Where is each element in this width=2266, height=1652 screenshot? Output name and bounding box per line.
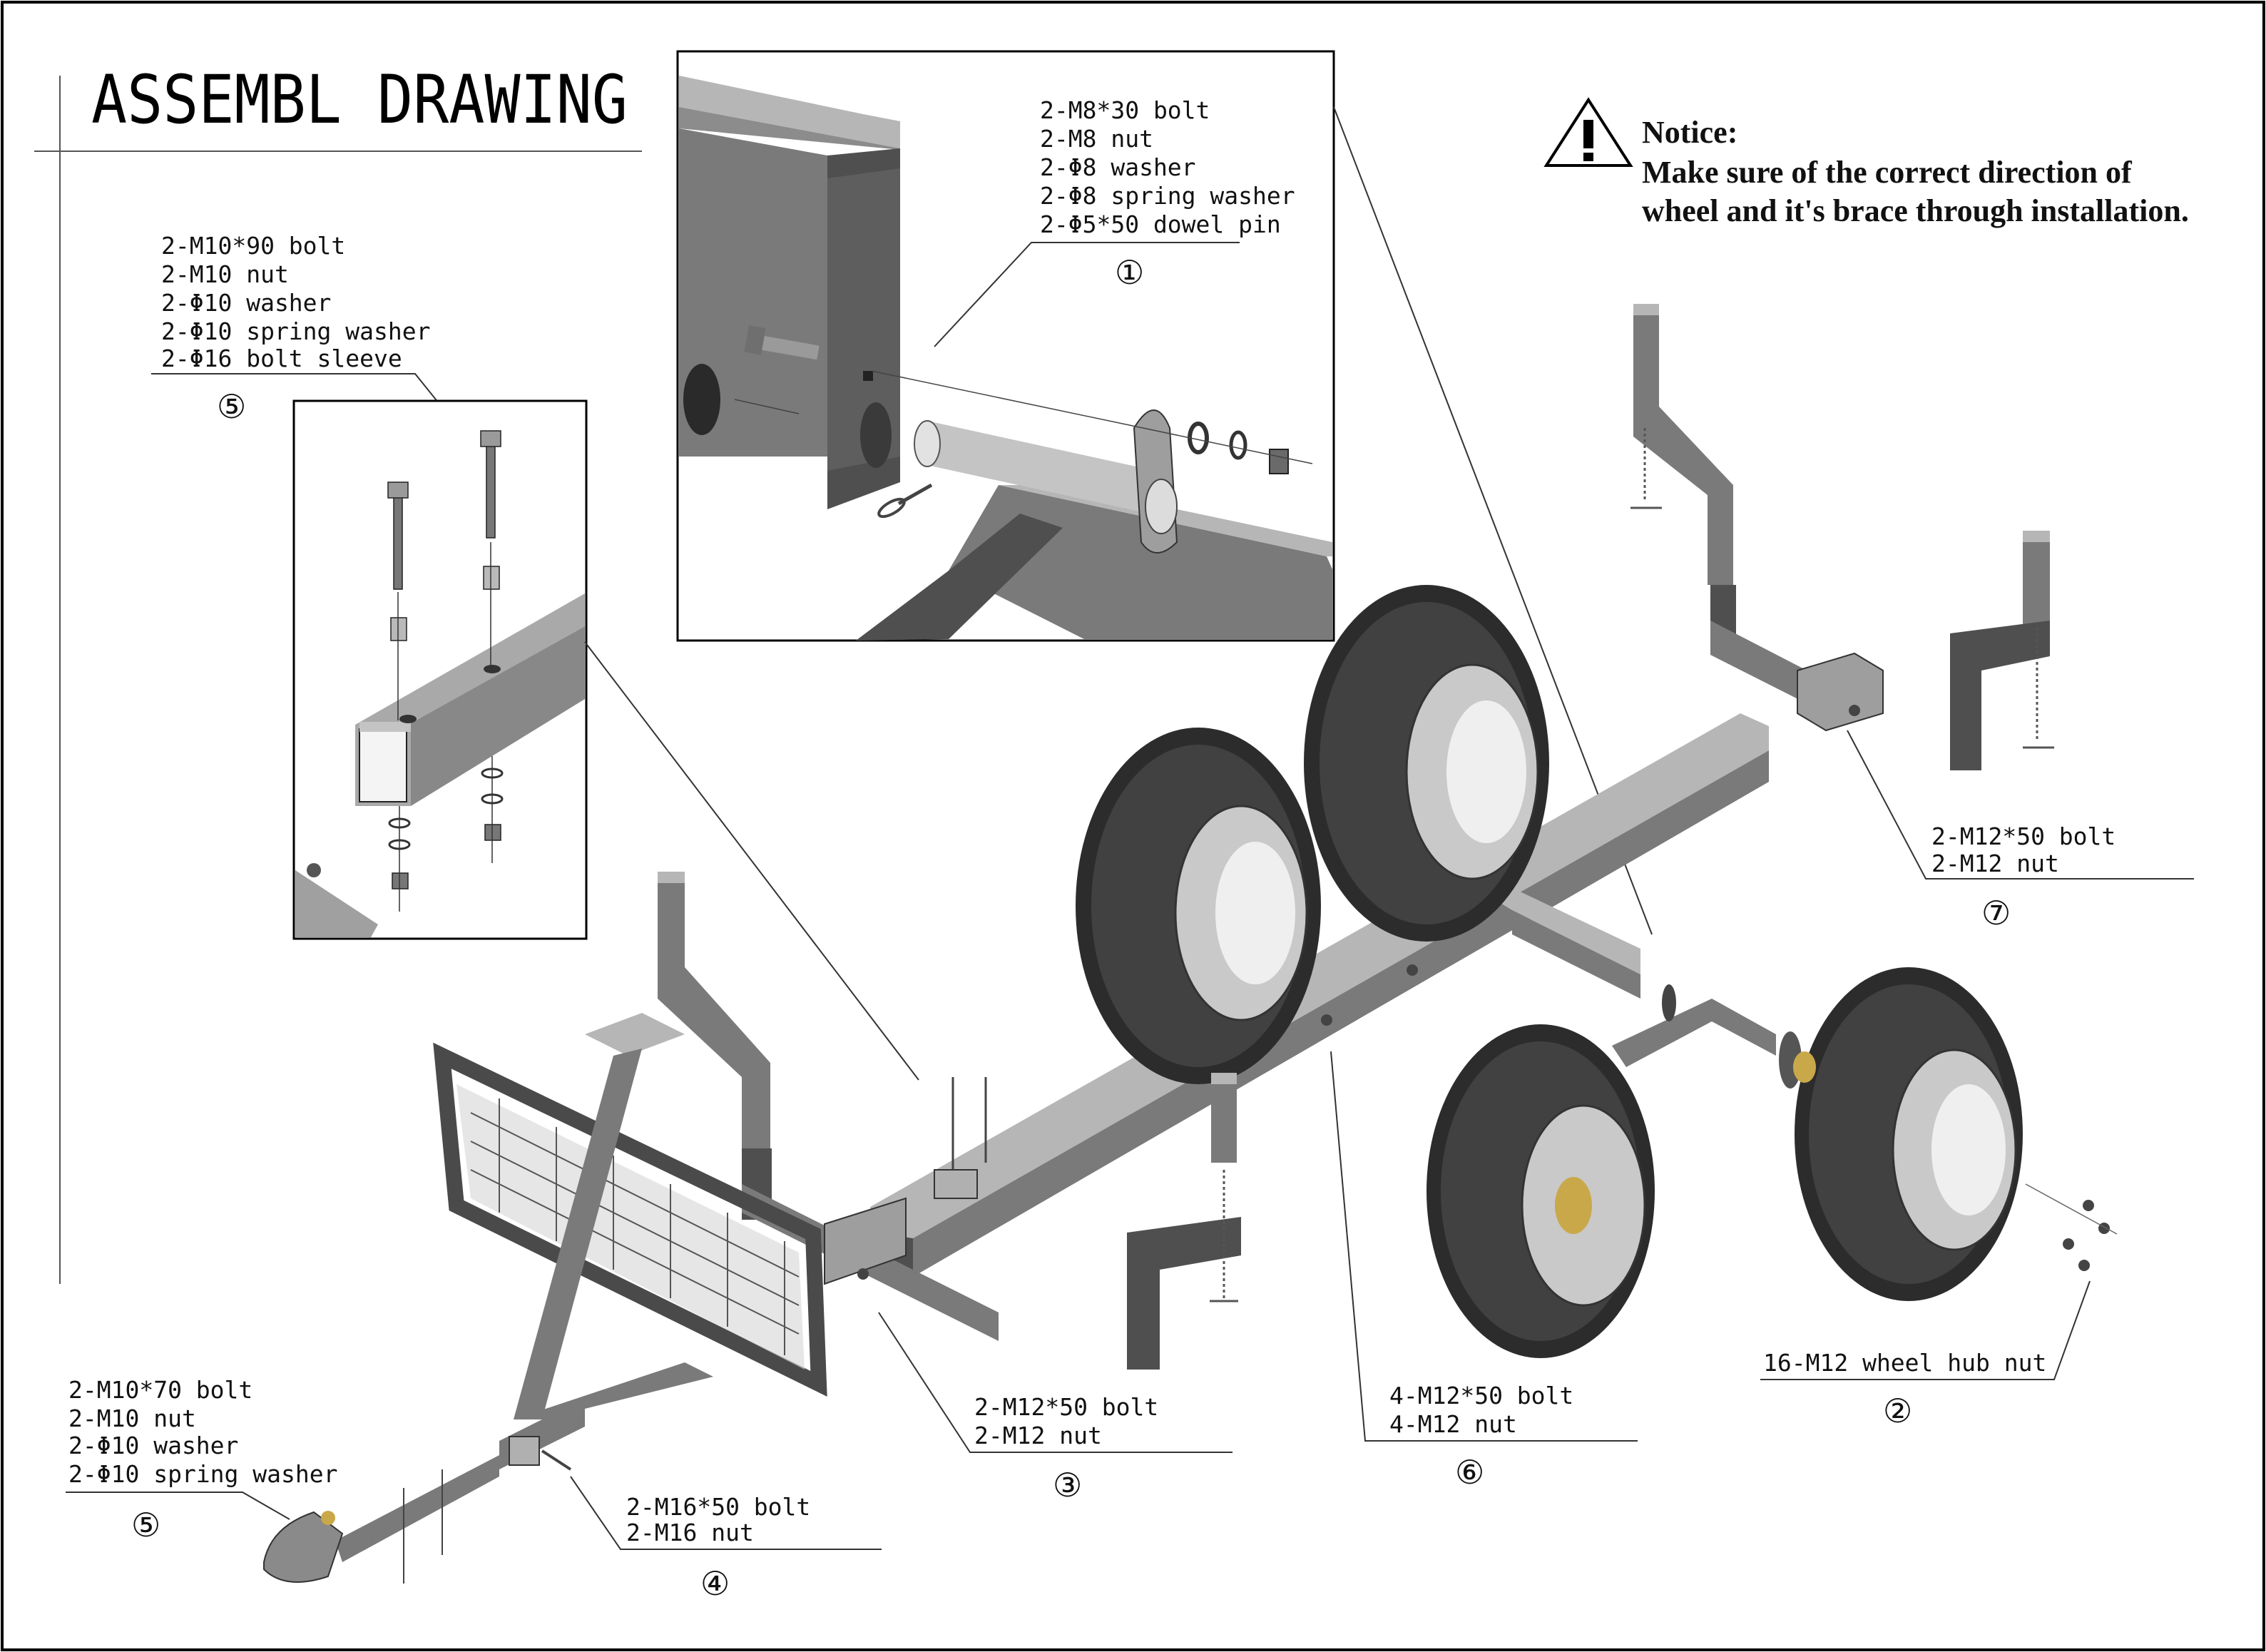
callout-1-line-4: 2-Φ8 spring washer: [1040, 182, 1295, 210]
callout-2: 16-M12 wheel hub nut ②: [1760, 1280, 2091, 1430]
callout-4-line-2: 2-M16 nut: [626, 1519, 754, 1546]
callout-5-top-line-5: 2-Φ16 bolt sleeve: [161, 345, 402, 372]
callout-1-line-2: 2-M8 nut: [1040, 125, 1153, 153]
front-axle: [1612, 984, 1816, 1088]
wheel-rear-left: [1076, 728, 1321, 1084]
callout-4-line-1: 2-M16*50 bolt: [626, 1493, 810, 1521]
warning-triangle-icon: [1543, 97, 1633, 167]
title-block: ASSEMBL DRAWING: [34, 61, 642, 1284]
callout-1-number: ①: [1115, 253, 1144, 292]
callout-6-line-1: 4-M12*50 bolt: [1389, 1382, 1573, 1409]
callout-5-bottom-line-4: 2-Φ10 spring washer: [68, 1460, 338, 1488]
callout-3-line-1: 2-M12*50 bolt: [974, 1393, 1158, 1421]
callout-1: 2-M8*30 bolt 2-M8 nut 2-Φ8 washer 2-Φ8 s…: [934, 96, 1295, 347]
page-title: ASSEMBL DRAWING: [91, 61, 628, 139]
detail-box-bolt-sleeve: [292, 399, 588, 940]
callout-7: 2-M12*50 bolt 2-M12 nut ⑦: [1847, 730, 2194, 932]
callout-5-top-number: ⑤: [217, 387, 246, 426]
callout-6-line-2: 4-M12 nut: [1389, 1410, 1517, 1438]
callout-7-line-1: 2-M12*50 bolt: [1931, 822, 2116, 850]
callout-7-number: ⑦: [1981, 894, 2011, 932]
rear-stake-assembly: [1630, 304, 2054, 770]
callout-5-top-line-3: 2-Φ10 washer: [161, 289, 331, 317]
callout-5-bottom-line-3: 2-Φ10 washer: [68, 1432, 238, 1459]
wheel-rear-right: [1304, 585, 1549, 942]
tow-bar-coupler: [263, 1398, 585, 1584]
wheel-front-left: [1427, 1024, 1655, 1358]
callout-4-number: ④: [700, 1564, 730, 1603]
wheel-hub-nuts: [2025, 1183, 2118, 1271]
callout-5-top-line-1: 2-M10*90 bolt: [161, 232, 345, 260]
callout-2-number: ②: [1883, 1392, 1912, 1430]
callout-3-number: ③: [1053, 1466, 1082, 1504]
callout-5-top: 2-M10*90 bolt 2-M10 nut 2-Φ10 washer 2-Φ…: [151, 232, 463, 433]
callout-7-line-2: 2-M12 nut: [1931, 850, 2059, 877]
notice-line-2: wheel and it's brace through installatio…: [1642, 193, 2189, 228]
callout-5-top-line-4: 2-Φ10 spring washer: [161, 317, 431, 345]
callout-2-line-1: 16-M12 wheel hub nut: [1763, 1349, 2046, 1377]
callout-6-number: ⑥: [1455, 1453, 1484, 1492]
callout-5-top-line-2: 2-M10 nut: [161, 260, 289, 288]
callout-1-line-5: 2-Φ5*50 dowel pin: [1040, 210, 1281, 238]
callout-5-bottom-number: ⑤: [131, 1506, 160, 1544]
notice-heading: Notice:: [1642, 115, 1737, 150]
leader-line-detail5: [584, 641, 919, 1081]
callout-5-bottom-line-1: 2-M10*70 bolt: [68, 1376, 252, 1404]
callout-5-bottom: 2-M10*70 bolt 2-M10 nut 2-Φ10 washer 2-Φ…: [66, 1376, 338, 1544]
callout-1-line-1: 2-M8*30 bolt: [1040, 96, 1210, 124]
notice-block: Notice: Make sure of the correct directi…: [1543, 97, 2189, 228]
callout-6: 4-M12*50 bolt 4-M12 nut ⑥: [1321, 964, 1638, 1492]
callout-1-line-3: 2-Φ8 washer: [1040, 153, 1196, 181]
wheel-front-right: [1795, 967, 2023, 1301]
callout-5-bottom-line-2: 2-M10 nut: [68, 1404, 196, 1432]
notice-line-1: Make sure of the correct direction of: [1642, 155, 2133, 190]
callout-3: 2-M12*50 bolt 2-M12 nut ③: [878, 1312, 1232, 1504]
detail-box-hinge-pin: [676, 50, 1335, 642]
bunk-cage: [433, 1013, 827, 1419]
callout-4: 2-M16*50 bolt 2-M16 nut ④: [570, 1476, 882, 1603]
callout-3-line-2: 2-M12 nut: [974, 1422, 1102, 1449]
